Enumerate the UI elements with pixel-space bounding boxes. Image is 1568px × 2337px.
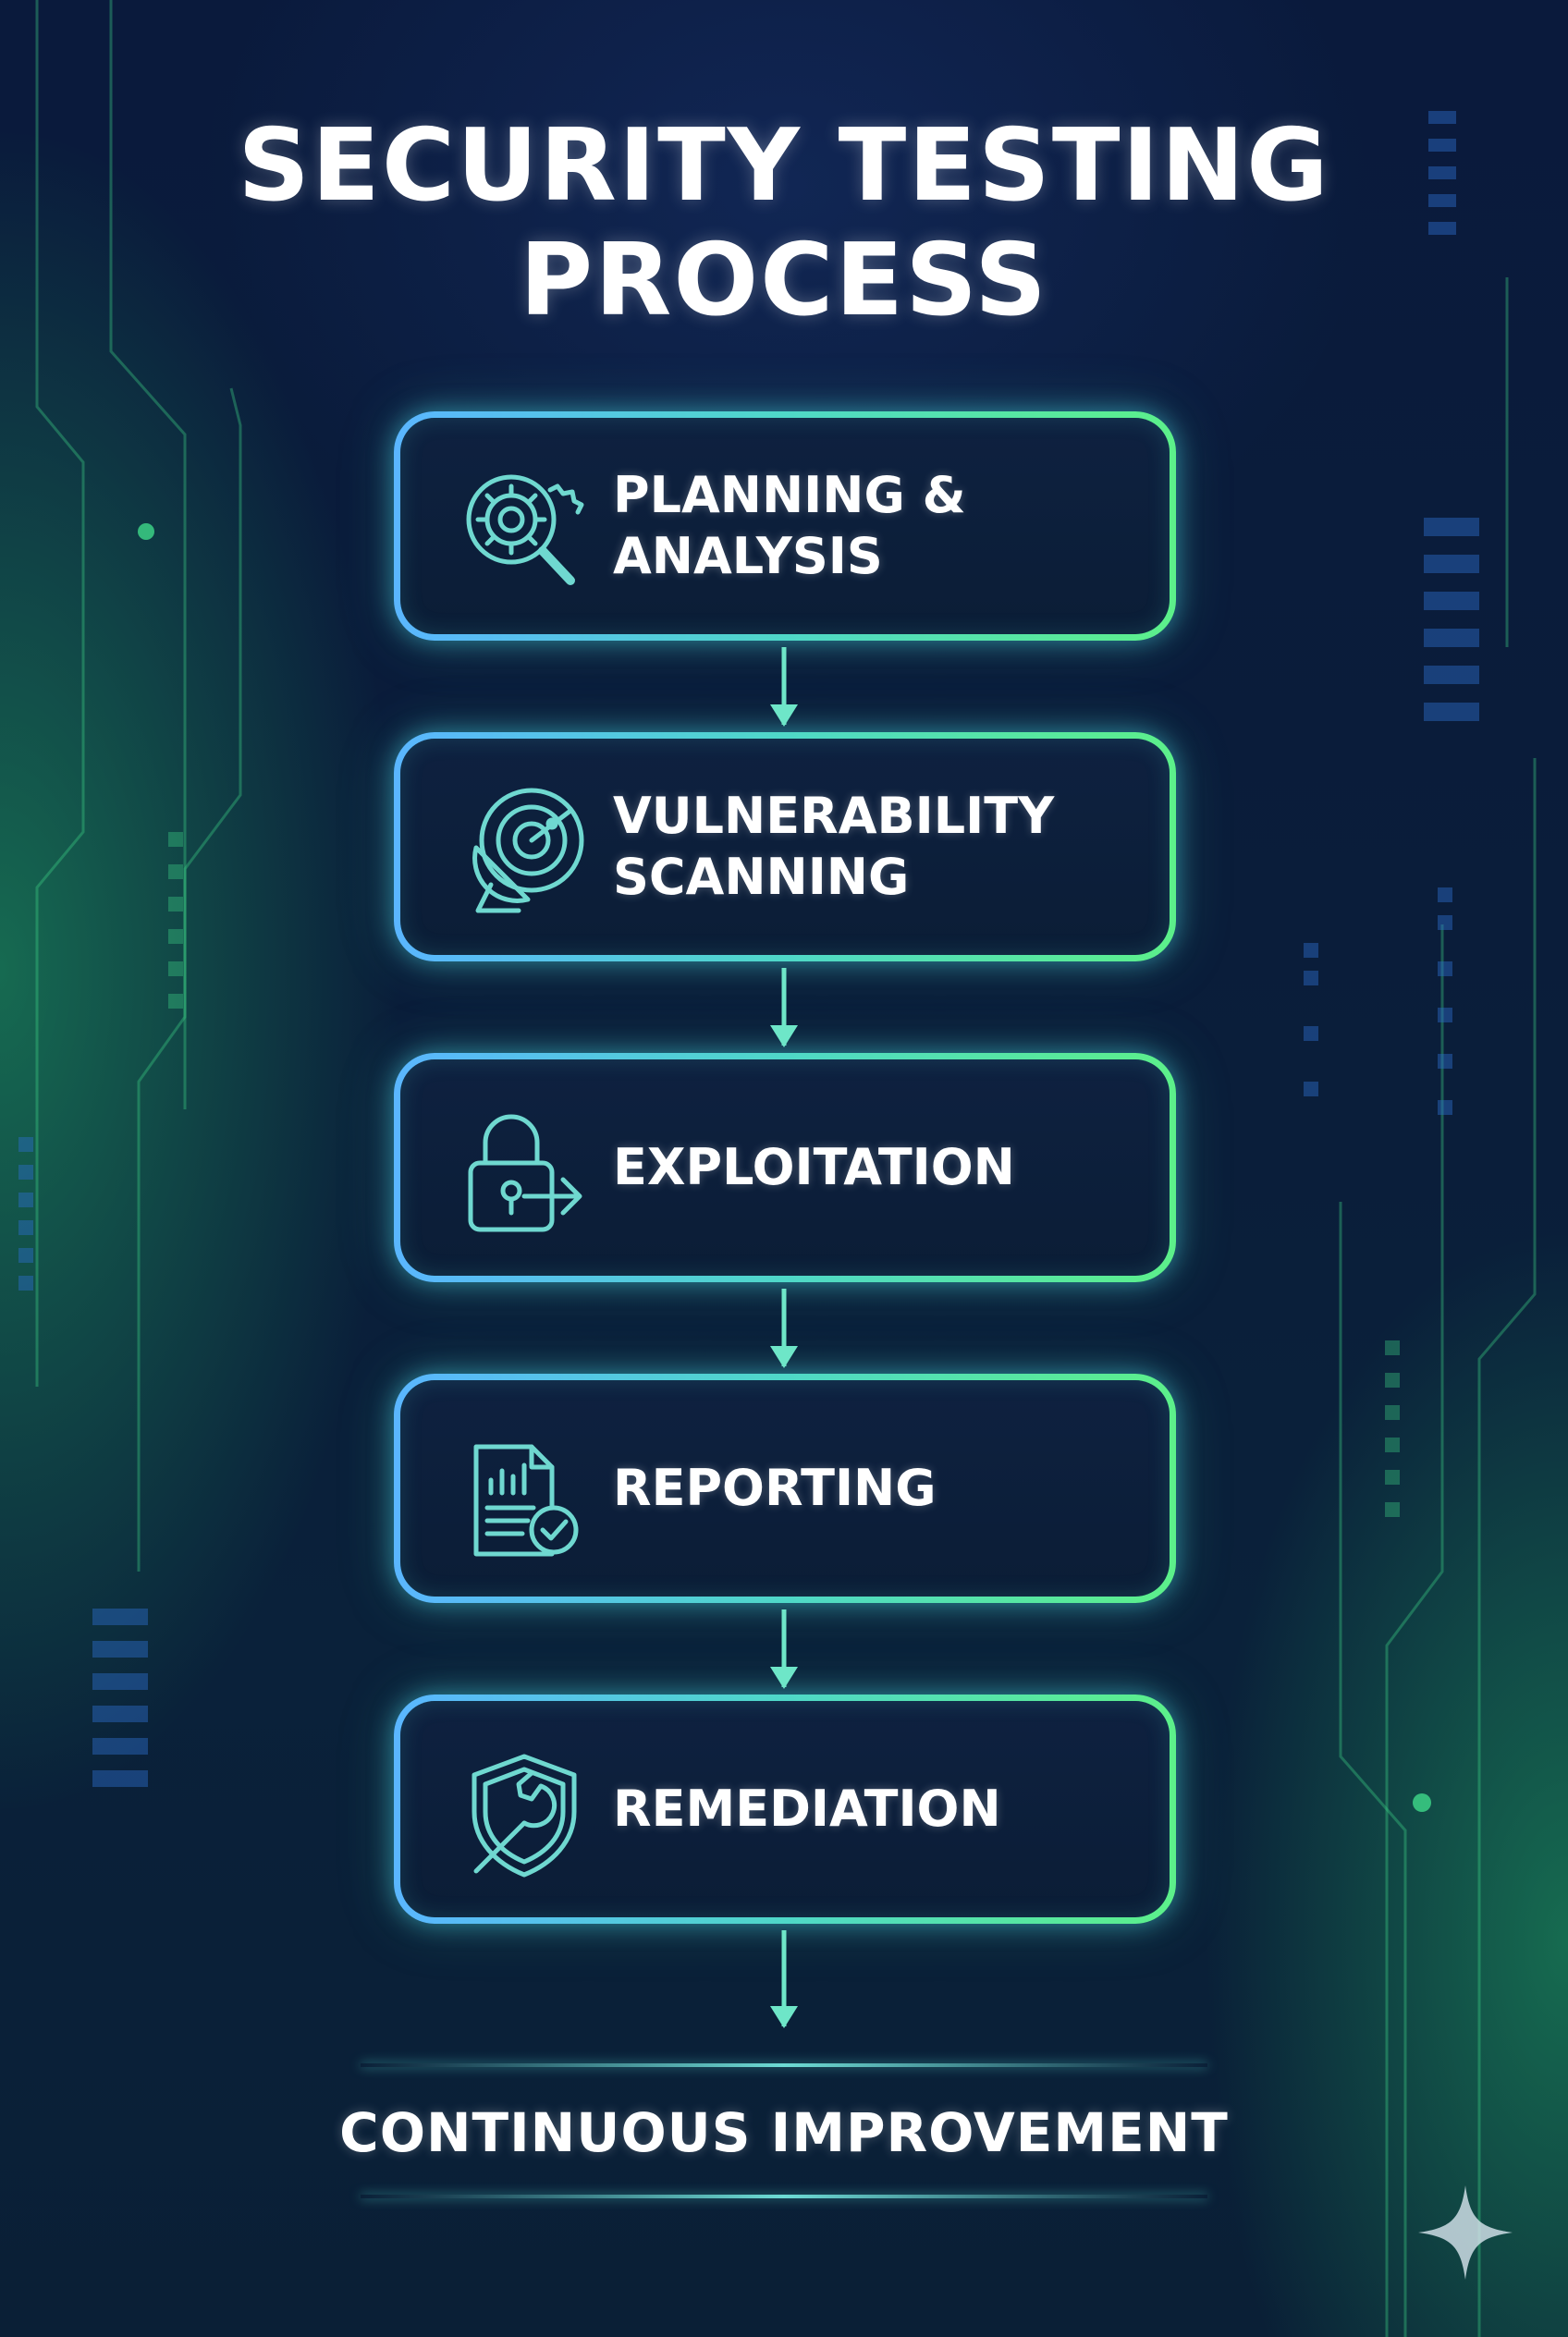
step-label: EXPLOITATION: [613, 1138, 1015, 1196]
padlock-arrow-icon: [468, 1114, 582, 1232]
connector-arrow: [770, 647, 798, 727]
connector-arrow: [770, 968, 798, 1047]
title-line-2: PROCESS: [520, 223, 1048, 338]
gear-magnifier-icon: [466, 474, 584, 585]
step-remediation: REMEDIATION: [394, 1695, 1176, 1924]
step-label: REPORTING: [613, 1459, 937, 1517]
step-label: PLANNING & ANALYSIS: [613, 466, 966, 585]
report-checkmark-icon: [473, 1444, 579, 1557]
radar-dish-icon: [472, 788, 584, 913]
step-planning-analysis: PLANNING & ANALYSIS: [394, 411, 1176, 641]
step-label: REMEDIATION: [613, 1780, 1001, 1838]
step-label: VULNERABILITY SCANNING: [613, 787, 1055, 906]
title-line-1: SECURITY TESTING: [238, 108, 1330, 224]
step-vulnerability-scanning: VULNERABILITY SCANNING: [394, 732, 1176, 961]
sparkle-icon: [1418, 2185, 1513, 2280]
step-exploitation: EXPLOITATION: [394, 1053, 1176, 1282]
step-reporting: REPORTING: [394, 1374, 1176, 1603]
connector-arrow: [770, 1609, 798, 1689]
page-title: SECURITY TESTING PROCESS: [0, 109, 1568, 338]
connector-arrow: [770, 1930, 798, 2028]
shield-wrench-icon: [472, 1754, 577, 1878]
footer-label: CONTINUOUS IMPROVEMENT: [339, 2101, 1229, 2164]
divider-bottom: [361, 2195, 1207, 2198]
divider-top: [361, 2063, 1207, 2067]
connector-arrow: [770, 1289, 798, 1368]
